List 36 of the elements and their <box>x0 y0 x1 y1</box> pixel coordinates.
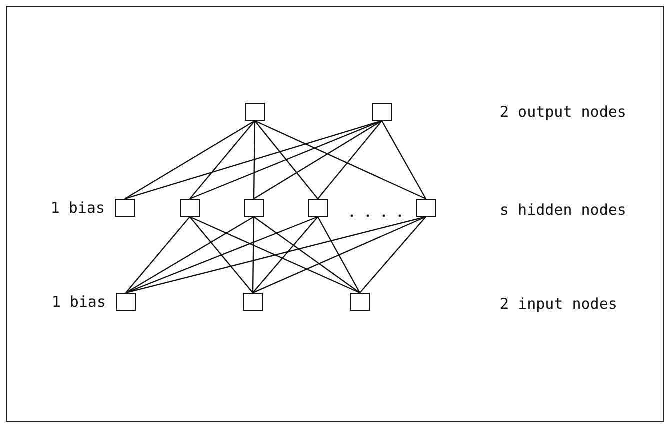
connection-line <box>126 216 190 294</box>
neuron-box <box>350 293 370 311</box>
connection-line <box>190 120 256 200</box>
connection-line <box>190 216 360 294</box>
connection-line <box>126 216 318 294</box>
connection-line <box>318 120 382 200</box>
connection-line <box>124 120 382 200</box>
connection-line <box>252 216 426 294</box>
connection-line <box>252 217 255 293</box>
neuron-box <box>245 103 265 121</box>
connection-line <box>254 120 382 200</box>
bias-label: 1 bias <box>52 293 106 311</box>
connection-line <box>254 216 360 294</box>
connection-line <box>252 216 318 294</box>
neuron-box <box>372 103 392 121</box>
neuron-box <box>243 293 263 311</box>
neuron-box <box>116 293 136 311</box>
connection-line <box>317 216 361 294</box>
connection-line <box>381 120 427 200</box>
neuron-box <box>416 199 436 217</box>
connection-line <box>126 216 254 294</box>
neuron-box <box>115 199 135 217</box>
neuron-box <box>244 199 264 217</box>
layer-label: 2 input nodes <box>500 295 618 313</box>
bias-label: 1 bias <box>50 199 105 217</box>
connection-line <box>126 216 426 294</box>
layer-label: s hidden nodes <box>500 201 626 219</box>
layer-label: 2 output nodes <box>500 103 626 121</box>
connection-line <box>360 216 426 294</box>
connection-line <box>253 121 256 199</box>
connection-line <box>254 120 426 200</box>
connection-line <box>254 120 318 200</box>
connection-line <box>124 120 256 200</box>
neuron-box <box>180 199 200 217</box>
neuron-box <box>308 199 328 217</box>
connection-line <box>190 216 254 294</box>
